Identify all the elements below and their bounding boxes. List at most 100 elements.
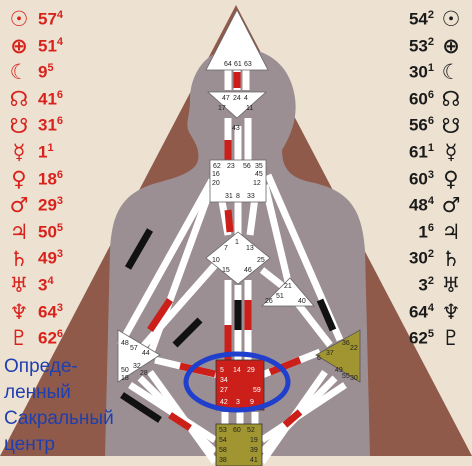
personality-segments <box>120 228 337 423</box>
gate-line-value: 643 <box>38 302 63 323</box>
gate-label: 64 <box>224 61 232 68</box>
planet-icon: ☉ <box>441 7 461 32</box>
planet-icon: ♂ <box>9 193 29 218</box>
gate-label: 35 <box>255 163 263 170</box>
activation-row: 542 ☉ <box>409 6 466 33</box>
planet-icon: ♀ <box>443 166 459 191</box>
gate-label: 29 <box>247 367 255 374</box>
gate-labels: 64 61 63 47 24 4 17 43 11 62 23 56 16 35… <box>121 61 358 464</box>
gate-number: 1 <box>38 142 48 162</box>
gate-line-value: 16 <box>418 222 434 243</box>
gate-line-value: 606 <box>409 89 434 110</box>
line-number: 4 <box>427 195 434 208</box>
planet-icon: ♄ <box>441 246 461 271</box>
activation-row: ♄493 <box>4 245 63 272</box>
line-number: 1 <box>47 141 54 154</box>
planet-icon: ♅ <box>441 273 461 298</box>
line-number: 1 <box>427 62 434 75</box>
gate-label: 34 <box>220 377 228 384</box>
gate-label: 58 <box>219 447 227 454</box>
gate-label: 36 <box>342 340 350 347</box>
activation-row: 484♂ <box>409 192 466 219</box>
gate-number: 60 <box>408 89 428 109</box>
gate-number: 41 <box>38 89 57 109</box>
gate-label: 12 <box>253 180 261 187</box>
activation-row: ♃505 <box>4 219 63 246</box>
gate-label: 39 <box>250 447 258 454</box>
gate-line-value: 302 <box>409 248 434 269</box>
gate-label: 49 <box>335 367 343 374</box>
planet-icon: ♂ <box>441 193 461 218</box>
g-center <box>205 231 271 285</box>
planet-icon: ☿ <box>444 140 458 165</box>
activation-row: ☾95 <box>4 59 63 86</box>
gate-number: 61 <box>408 142 428 162</box>
gate-label: 60 <box>233 427 241 434</box>
defined-segments <box>147 72 303 431</box>
caption-line: центр <box>4 434 55 455</box>
gate-line-value: 625 <box>409 328 434 349</box>
planet-icon: ☊ <box>9 87 29 112</box>
gate-number: 56 <box>408 116 428 135</box>
planet-icon: ⊕ <box>442 33 460 58</box>
gate-number: 29 <box>38 195 57 215</box>
personality-activations-column: 542☉532⊕301☾606☊566☋611☿603♀484♂16♃302♄3… <box>409 6 466 352</box>
gate-label: 61 <box>234 61 242 68</box>
defined-sacral-caption: Опреде- ленный Сакральный центр <box>4 354 114 458</box>
planet-icon: ♇ <box>441 326 461 351</box>
gate-number: 30 <box>408 248 428 268</box>
gate-line-value: 542 <box>409 9 434 30</box>
gate-number: 51 <box>38 36 57 56</box>
gate-label: 27 <box>220 387 228 394</box>
gate-number: 3 <box>418 275 428 295</box>
gate-number: 49 <box>38 248 57 268</box>
gate-number: 1 <box>418 222 428 242</box>
line-number: 1 <box>427 141 434 154</box>
line-number: 6 <box>56 115 64 128</box>
activation-row: ☋316 <box>4 112 63 139</box>
line-number: 4 <box>56 8 64 21</box>
gate-number: 62 <box>408 328 428 348</box>
gate-line-value: 32 <box>418 275 434 296</box>
sacral-highlight-ring <box>183 351 291 413</box>
gate-label: 56 <box>243 163 251 170</box>
gate-label: 30 <box>350 375 358 382</box>
line-number: 2 <box>427 8 434 21</box>
activation-row: 16♃ <box>409 219 466 246</box>
activation-row: ⊕ 514 <box>4 33 63 60</box>
gate-label: 5 <box>220 367 224 374</box>
gate-label: 16 <box>212 171 220 178</box>
gate-number: 64 <box>408 302 428 322</box>
gate-number: 64 <box>38 302 57 322</box>
line-number: 6 <box>56 328 64 341</box>
gate-label: 43 <box>232 125 240 132</box>
line-number: 2 <box>427 274 434 287</box>
gate-label: 15 <box>222 267 230 274</box>
gate-number: 60 <box>408 169 428 189</box>
gate-label: 44 <box>142 350 150 357</box>
line-number: 2 <box>427 35 434 48</box>
spleen-center <box>117 329 161 383</box>
planet-icon: ♇ <box>9 326 29 351</box>
gate-label: 11 <box>246 105 253 112</box>
line-number: 6 <box>427 115 434 128</box>
gate-label: 26 <box>265 298 273 305</box>
planet-icon: ♃ <box>9 220 29 245</box>
gate-number: 18 <box>38 169 57 189</box>
gate-number: 54 <box>408 9 428 29</box>
gate-label: 50 <box>121 367 129 374</box>
gate-label: 31 <box>225 193 233 200</box>
planet-icon: ⊕ <box>10 33 28 58</box>
gate-line-value: 514 <box>38 36 63 57</box>
gate-label: 23 <box>227 163 235 170</box>
activation-row: ☊416 <box>4 86 63 113</box>
gate-label: 53 <box>219 427 227 434</box>
gate-line-value: 603 <box>409 169 434 190</box>
gate-label: 59 <box>253 387 261 394</box>
gate-line-value: 293 <box>38 195 63 216</box>
planet-icon: ☾ <box>441 60 461 85</box>
gate-label: 6 <box>317 355 321 362</box>
gate-line-value: 316 <box>38 115 63 136</box>
gate-number: 50 <box>38 222 57 242</box>
